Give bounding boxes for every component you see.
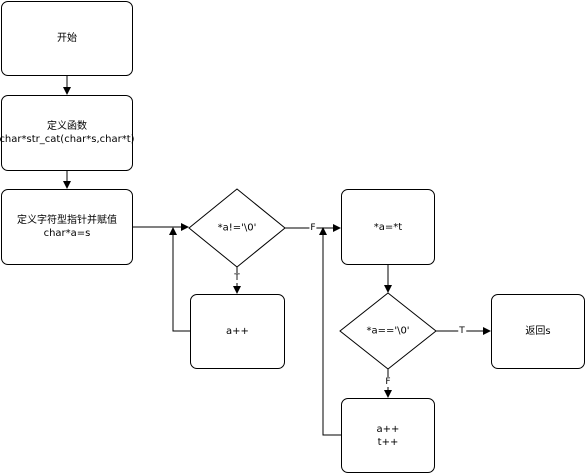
define-pointer-code: char*a=s [43, 228, 91, 239]
condition-2-text: *a=='\0' [366, 325, 410, 337]
assign-label: *a=*t [373, 221, 403, 233]
increment-t-label: t++ [377, 436, 399, 448]
increment-a-t-node: a++ t++ [341, 398, 435, 473]
define-function-title: 定义函数 [47, 121, 87, 132]
edge-label-cond2-false: F [384, 377, 392, 387]
increment-a-label: a++ [226, 326, 249, 337]
edge-label-cond1-false: F [309, 223, 317, 233]
return-node: 返回s [491, 294, 585, 369]
edge-inc-at-loop [319, 227, 341, 436]
increment-a-node: a++ [190, 294, 285, 369]
start-label: 开始 [57, 33, 77, 44]
assign-node: *a=*t [341, 189, 435, 265]
define-function-signature: char*str_cat(char*s,char*t) [0, 134, 135, 145]
edge-label-cond1-true: T [233, 273, 241, 283]
condition-1-text: *a!='\0' [217, 222, 257, 234]
start-node: 开始 [1, 1, 133, 76]
return-label: 返回s [525, 326, 551, 337]
define-pointer-title: 定义字符型指针并赋值 [17, 215, 117, 226]
define-function-node: 定义函数 char*str_cat(char*s,char*t) [0, 95, 135, 171]
edge-inc-a-loop [169, 227, 190, 332]
edge-label-cond2-true: T [458, 326, 466, 336]
increment-a-label-2: a++ [376, 423, 400, 435]
define-pointer-node: 定义字符型指针并赋值 char*a=s [1, 189, 133, 265]
